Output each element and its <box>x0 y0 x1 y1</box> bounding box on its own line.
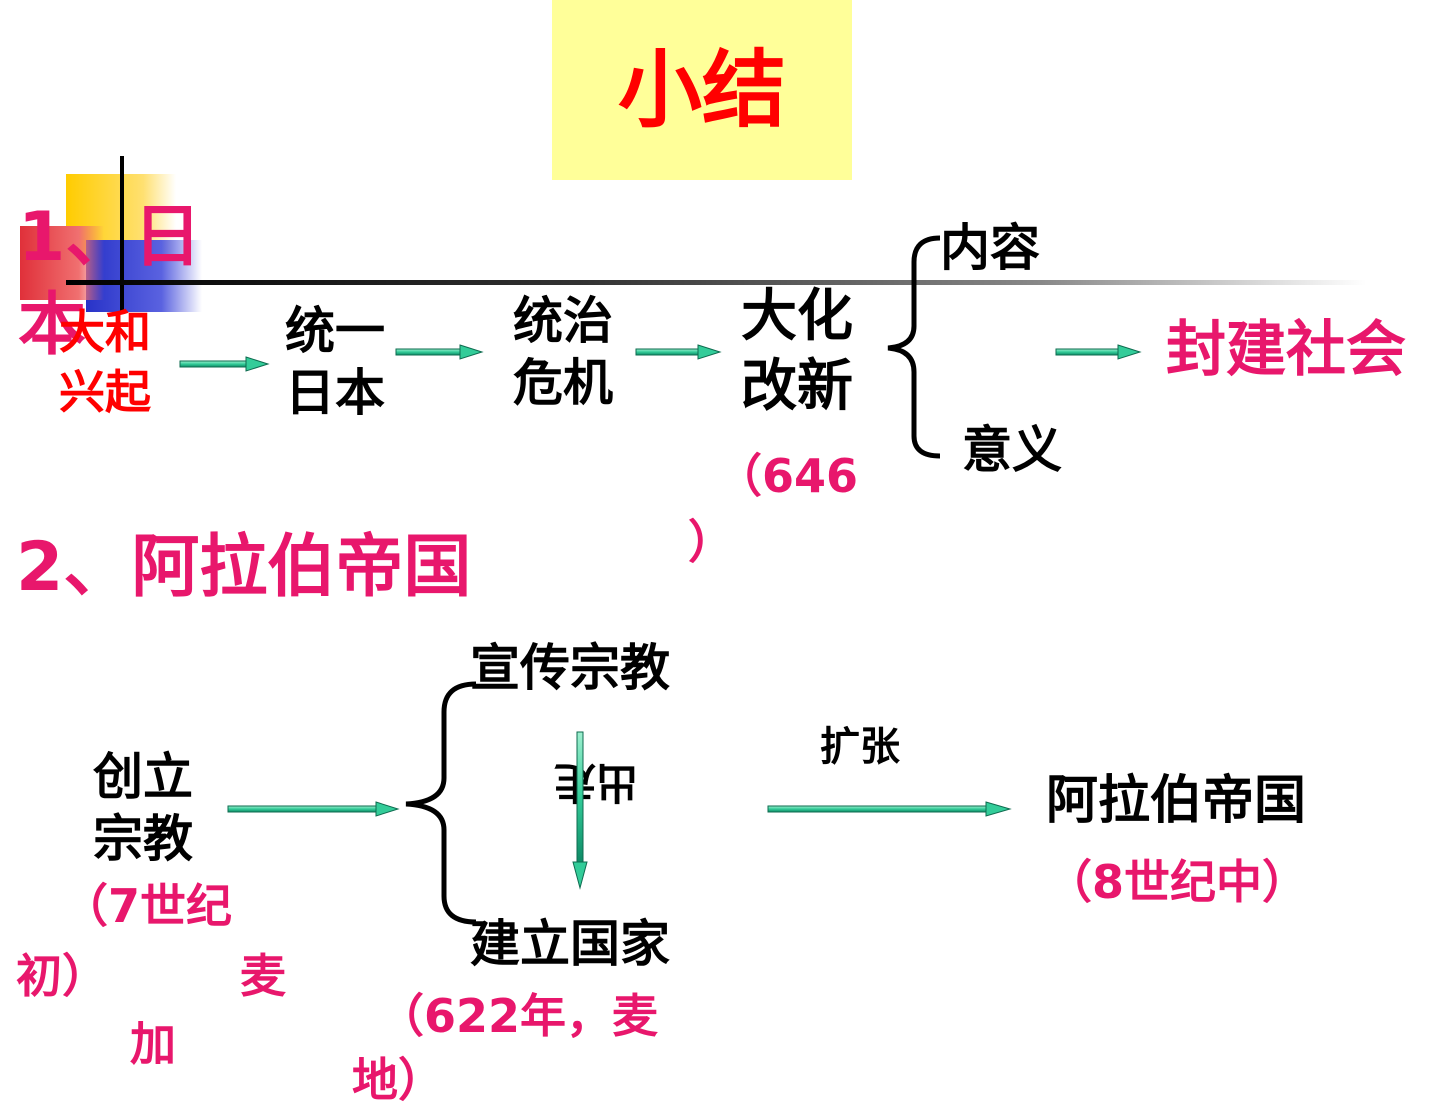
decorative-horizontal-rule <box>66 280 1366 285</box>
node-unify-line1: 统一 <box>285 302 385 360</box>
brace-reform <box>887 235 941 459</box>
found-time-line2: 初） <box>16 949 108 1003</box>
node-rise-line1: 大和 <box>59 305 151 359</box>
node-crisis-line1: 统治 <box>513 292 613 350</box>
node-unify-line2: 日本 <box>285 364 385 422</box>
section2-heading: 2、阿拉伯帝国 <box>16 528 472 607</box>
reform-year-line1: （646 <box>716 449 859 503</box>
arrow-found-to-brace <box>227 801 400 817</box>
arrow-rise-to-unify <box>179 356 270 372</box>
node-arab-empire: 阿拉伯帝国 <box>1046 771 1307 831</box>
decorative-vertical-line <box>120 156 124 312</box>
node-found-line2: 宗教 <box>93 810 193 868</box>
arrow-preach-to-state <box>572 731 588 890</box>
diagram-connectors <box>179 235 1142 925</box>
node-crisis: 统治 危机 <box>498 290 628 414</box>
title-box: 小结 <box>552 0 852 180</box>
section1-heading: 1、日本 <box>18 198 202 365</box>
node-build-state: 建立国家 <box>470 915 670 973</box>
node-reform: 大化 改新 <box>724 282 870 422</box>
found-time-line1: （7世纪 <box>62 879 233 933</box>
node-found-religion: 创立 宗教 <box>78 746 208 870</box>
arrow-expand <box>767 801 1012 817</box>
reform-year-line2: ） <box>688 515 734 569</box>
empire-time: （8世纪中） <box>1046 855 1309 909</box>
node-content: 内容 <box>940 219 1040 277</box>
page-title: 小结 <box>617 41 786 139</box>
node-reform-line2: 改新 <box>741 354 853 419</box>
node-rise-line2: 兴起 <box>59 365 151 419</box>
decorative-blue-square <box>86 240 202 312</box>
arrow-unify-to-crisis <box>395 344 484 360</box>
node-meaning: 意义 <box>962 421 1062 479</box>
node-crisis-line2: 危机 <box>513 354 613 412</box>
found-place-line1: 麦 <box>240 949 286 1003</box>
brace-religion <box>405 681 477 925</box>
node-unify: 统一 日本 <box>270 300 400 424</box>
decorative-red-square <box>20 226 104 300</box>
node-found-line1: 创立 <box>93 748 193 806</box>
found-place-line2: 加 <box>130 1017 176 1071</box>
node-preach: 宣传宗教 <box>470 639 670 697</box>
arrow-to-feudal-society <box>1055 344 1142 360</box>
node-rise: 大和 兴起 <box>30 302 180 422</box>
state-time-line1: （622年，麦 <box>378 989 659 1043</box>
node-reform-line1: 大化 <box>741 284 853 349</box>
node-feudal-society: 封建社会 <box>1166 315 1406 385</box>
arrow-crisis-to-reform <box>635 344 722 360</box>
expand-label: 扩张 <box>820 724 900 770</box>
